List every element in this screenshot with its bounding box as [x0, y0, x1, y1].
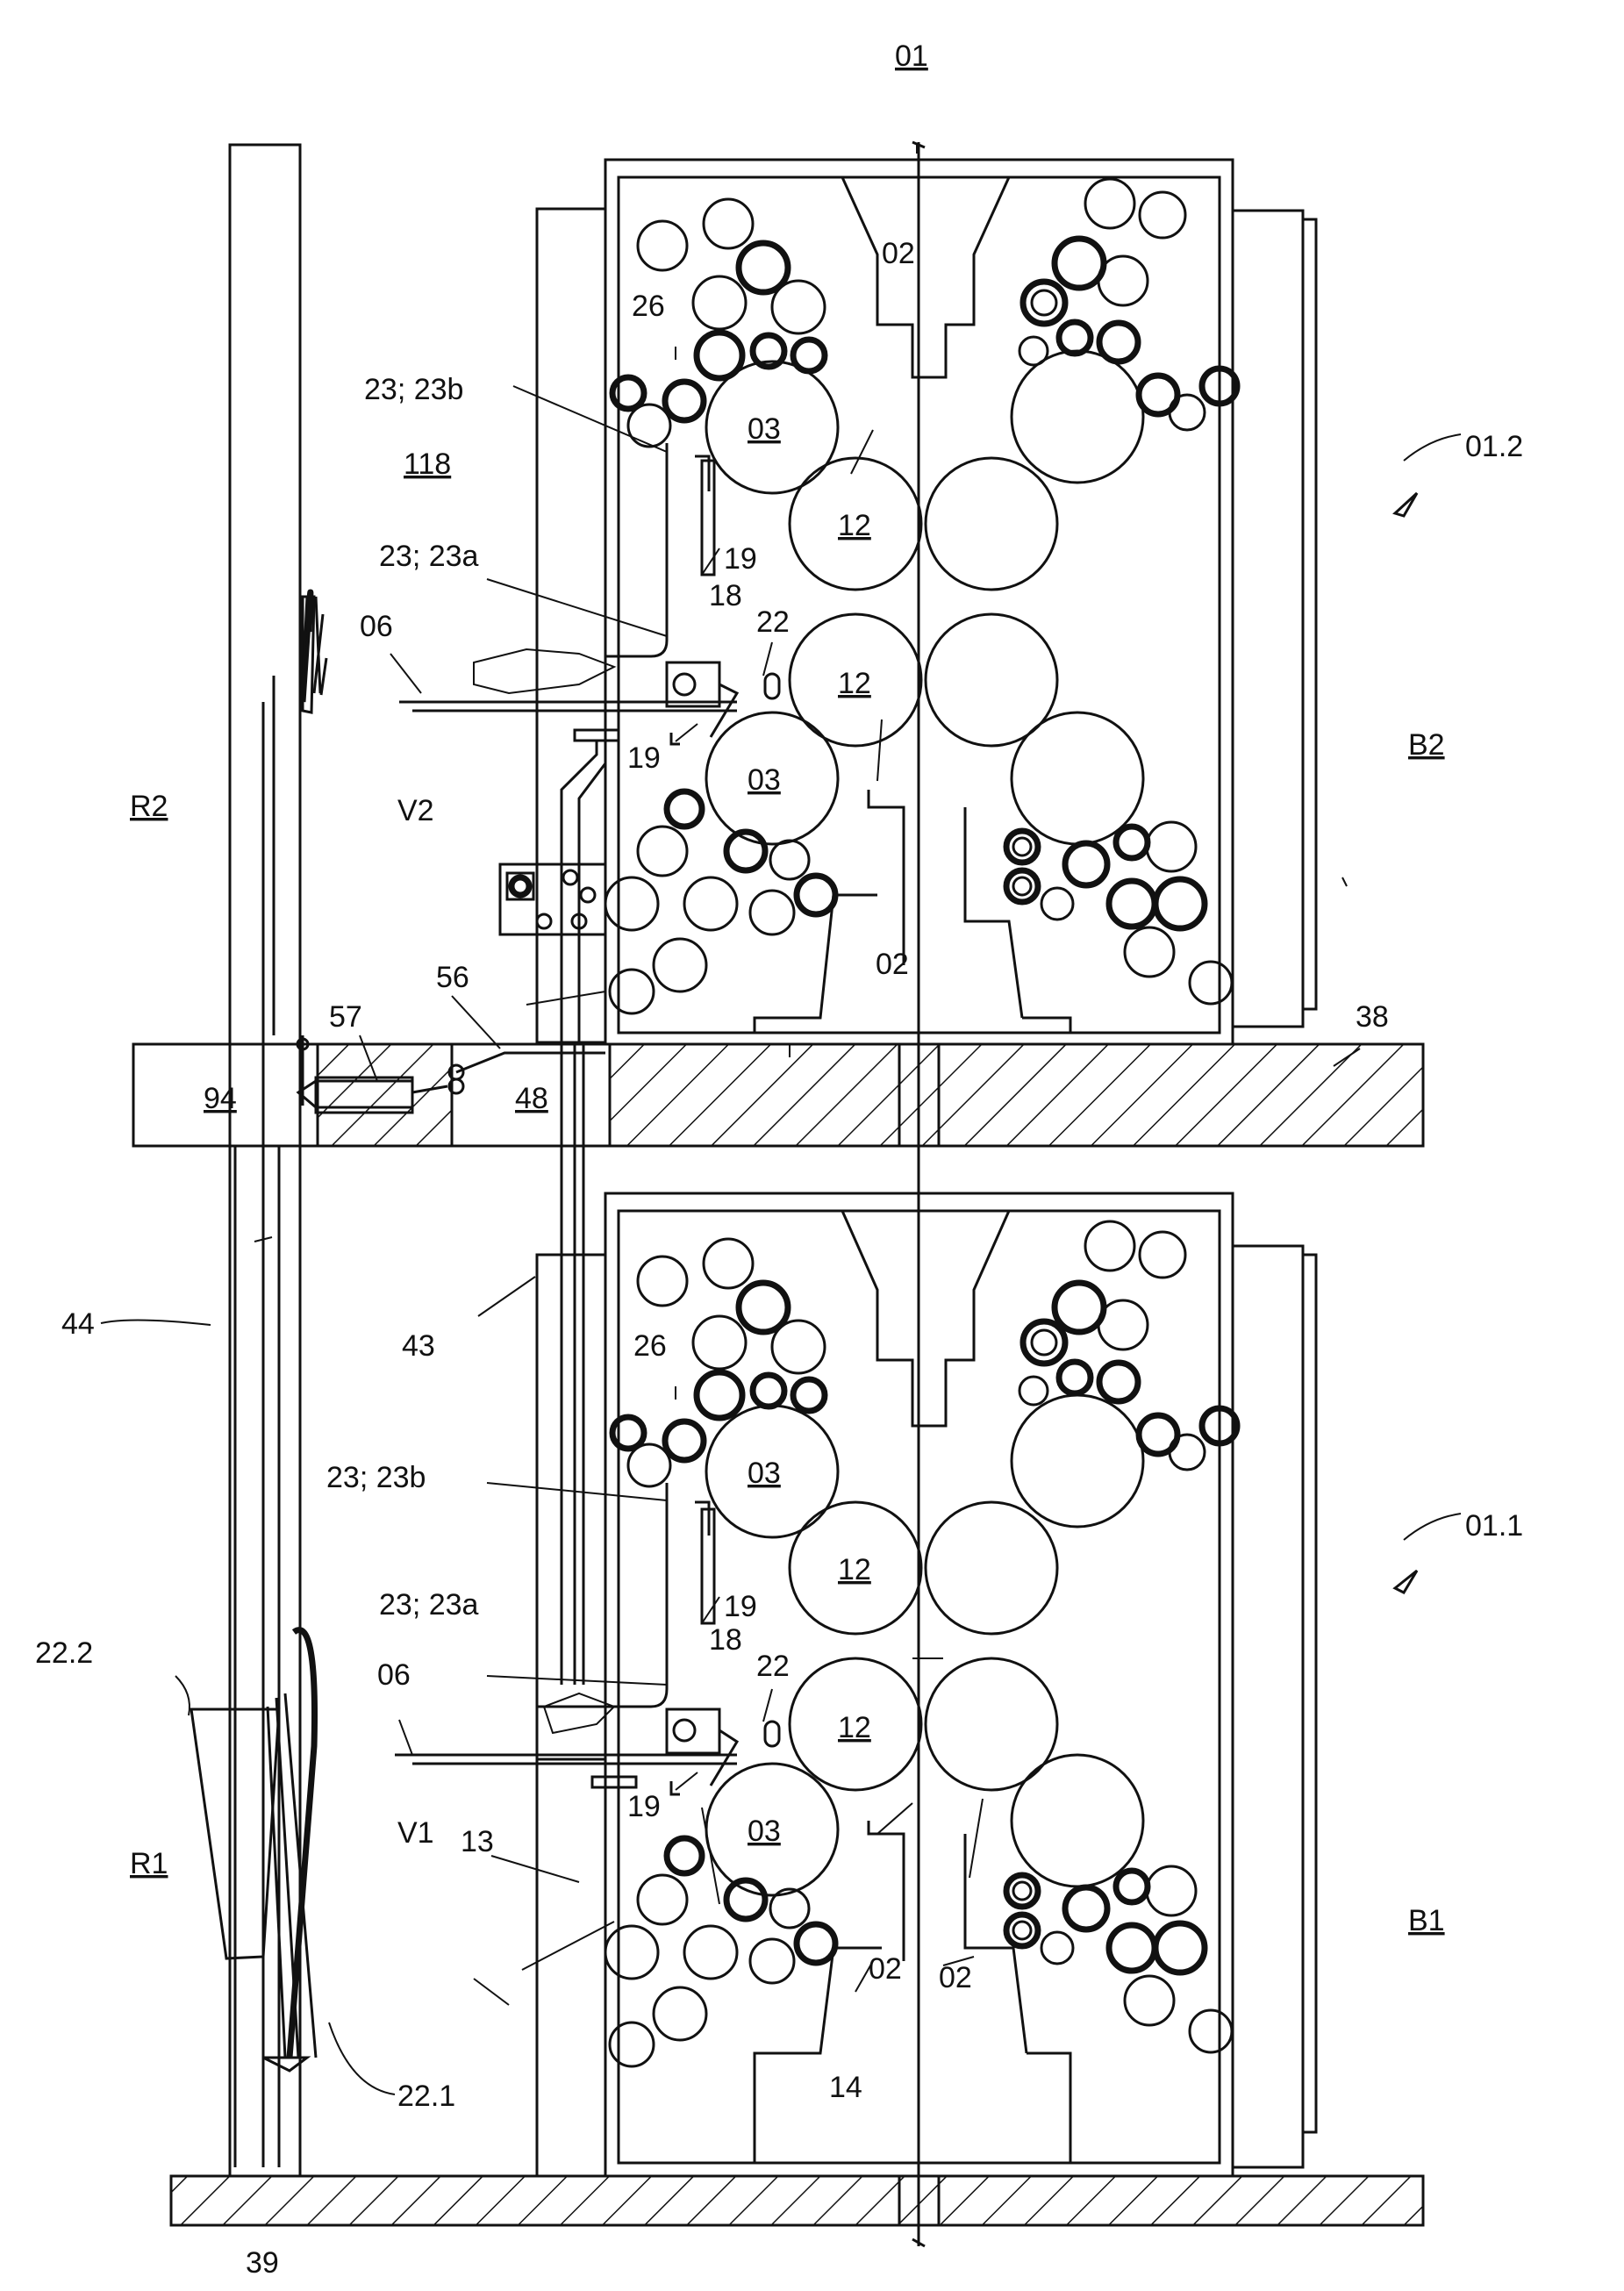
label-22-2: 22.2 — [35, 1636, 93, 1670]
label-R1: R1 — [130, 1847, 168, 1880]
label-18-lower: 18 — [709, 1623, 742, 1657]
label-13: 13 — [461, 1825, 494, 1858]
rack-structure-44 — [230, 145, 300, 2176]
label-19-a: 19 — [724, 542, 757, 576]
label-43: 43 — [402, 1329, 435, 1363]
reference-labels: 01 01.2 01.1 B2 B1 R2 R1 V2 V1 118 94 48… — [35, 39, 1523, 2280]
label-03-d: 03 — [748, 1815, 781, 1848]
ink-rollers-lower-top-right — [1019, 1221, 1237, 1470]
label-23a-lower: 23; 23a — [379, 1588, 479, 1622]
label-01-1: 01.1 — [1465, 1509, 1523, 1543]
label-03-b: 03 — [748, 763, 781, 797]
label-03-a: 03 — [748, 412, 781, 446]
ink-rollers-lower-top-left — [612, 1239, 825, 1486]
plate-changer-upper — [399, 443, 779, 1044]
label-12-a: 12 — [838, 509, 871, 542]
label-26-upper: 26 — [632, 290, 665, 323]
plate-store-upper — [303, 592, 326, 712]
label-18-upper: 18 — [709, 579, 742, 612]
label-12-c: 12 — [838, 1553, 871, 1586]
label-06-lower: 06 — [377, 1658, 411, 1692]
label-94: 94 — [204, 1082, 237, 1115]
upper-unit-frame — [619, 177, 1070, 1033]
label-22-upper: 22 — [756, 605, 790, 639]
label-38: 38 — [1356, 1000, 1389, 1034]
ink-rollers-upper-top-left — [612, 199, 825, 447]
label-06-upper: 06 — [360, 610, 393, 643]
label-B2: B2 — [1408, 728, 1445, 762]
plate-store-lower — [191, 1630, 316, 2071]
label-39: 39 — [246, 2246, 279, 2280]
ceiling-slab-38 — [133, 1044, 1423, 1146]
label-23a-upper: 23; 23a — [379, 540, 479, 573]
label-B1: B1 — [1408, 1904, 1445, 1937]
label-44: 44 — [61, 1307, 95, 1341]
label-12-d: 12 — [838, 1711, 871, 1744]
ink-rollers-lower-bottom-left — [605, 1838, 835, 2066]
label-02-a: 02 — [882, 237, 915, 270]
label-56: 56 — [436, 961, 469, 994]
label-22-lower: 22 — [756, 1650, 790, 1683]
label-19-b: 19 — [627, 741, 661, 775]
label-48: 48 — [515, 1082, 548, 1115]
label-23b-upper: 23; 23b — [364, 373, 463, 406]
ink-rollers-upper-top-right — [1019, 179, 1237, 430]
label-12-b: 12 — [838, 667, 871, 700]
label-V1: V1 — [397, 1816, 434, 1850]
label-R2: R2 — [130, 790, 168, 823]
label-23b-lower: 23; 23b — [326, 1461, 426, 1494]
register-block-upper — [500, 864, 605, 934]
label-19-d: 19 — [627, 1790, 661, 1823]
label-118: 118 — [404, 447, 451, 481]
ink-rollers-upper-bottom-left — [605, 791, 835, 1013]
label-19-c: 19 — [724, 1590, 757, 1623]
floor-slab-39 — [171, 2176, 1423, 2225]
label-01-2: 01.2 — [1465, 430, 1523, 463]
label-26-lower: 26 — [633, 1329, 667, 1363]
label-03-c: 03 — [748, 1457, 781, 1490]
label-02-c: 02 — [869, 1952, 902, 1986]
label-V2: V2 — [397, 794, 434, 827]
ink-rollers-upper-bottom-right — [1006, 822, 1232, 1004]
label-02-b: 02 — [876, 948, 909, 981]
label-02-d: 02 — [939, 1961, 972, 1994]
label-14: 14 — [829, 2071, 862, 2104]
label-57: 57 — [329, 1000, 362, 1034]
label-22-1: 22.1 — [397, 2080, 455, 2113]
ink-rollers-lower-bottom-right — [1006, 1866, 1232, 2052]
label-01: 01 — [895, 39, 928, 73]
lower-unit-frame — [619, 1211, 1070, 2163]
